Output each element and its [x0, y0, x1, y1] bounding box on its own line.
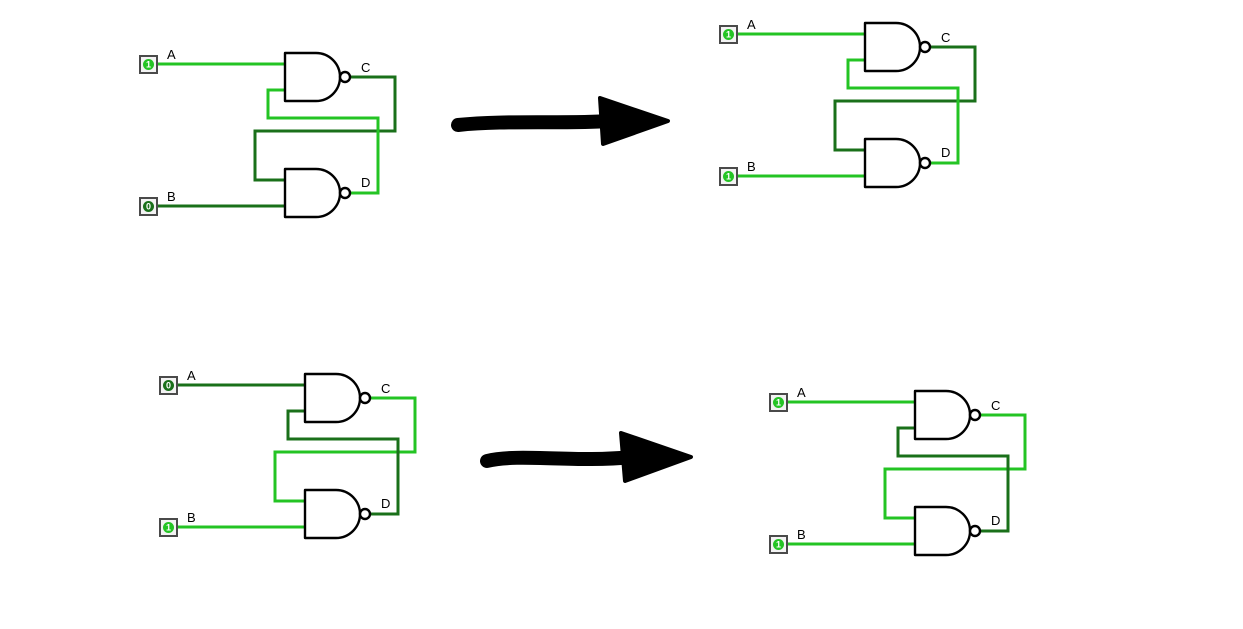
- input-b-label: B: [187, 510, 196, 525]
- circuit-top-right: 1 1 A B C D: [719, 17, 977, 189]
- input-a-label: A: [187, 368, 196, 383]
- output-d-label: D: [381, 496, 390, 511]
- wire-output-c-feedback: [883, 413, 1027, 520]
- transition-arrow-bottom: [480, 431, 693, 483]
- arrow-head-icon: [619, 431, 693, 483]
- output-d-label: D: [361, 175, 370, 190]
- arrow-head-icon: [598, 96, 670, 146]
- wire-output-c-feedback: [833, 45, 977, 152]
- input-b-state-lamp: [163, 522, 174, 533]
- input-b-value: 1: [776, 540, 781, 550]
- wire-output-d-feedback: [846, 58, 960, 165]
- nand-gate-top[interactable]: [913, 389, 982, 441]
- input-a-label: A: [797, 385, 806, 400]
- input-b-label: B: [797, 527, 806, 542]
- wire-output-d-feedback: [266, 88, 380, 195]
- input-a-label: A: [167, 47, 176, 62]
- input-b-value: 0: [146, 202, 151, 212]
- input-a-value: 1: [776, 398, 781, 408]
- nand-gate-bottom[interactable]: [283, 167, 352, 219]
- nand-gate-bottom[interactable]: [913, 505, 982, 557]
- nand-gate-top[interactable]: [303, 372, 372, 424]
- input-b-label: B: [167, 189, 176, 204]
- input-a-state-lamp: [773, 397, 784, 408]
- nand-gate-bottom[interactable]: [863, 137, 932, 189]
- input-a-value: 1: [146, 60, 151, 70]
- circuit-top-left: 1 0 A B C D: [139, 47, 397, 219]
- input-b-state-lamp: [723, 171, 734, 182]
- input-a-value: 1: [726, 30, 731, 40]
- output-d-label: D: [941, 145, 950, 160]
- input-a-state-lamp: [723, 29, 734, 40]
- input-a-state-lamp: [163, 380, 174, 391]
- input-a-label: A: [747, 17, 756, 32]
- arrow-shaft: [480, 450, 639, 468]
- circuit-bottom-left: 0 1 A B C D: [159, 368, 417, 540]
- circuit-bottom-right: 1 1 A B C D: [769, 385, 1027, 557]
- input-b-value: 1: [166, 523, 171, 533]
- nand-gate-top[interactable]: [863, 21, 932, 73]
- input-b-state-lamp: [773, 539, 784, 550]
- nand-gate-bottom[interactable]: [303, 488, 372, 540]
- wire-output-c-feedback: [273, 396, 417, 503]
- input-b-label: B: [747, 159, 756, 174]
- input-b-state-lamp: [143, 201, 154, 212]
- input-b-value: 1: [726, 172, 731, 182]
- wire-output-c-feedback: [253, 75, 397, 182]
- output-c-label: C: [991, 398, 1000, 413]
- output-c-label: C: [941, 30, 950, 45]
- wire-output-d-feedback: [896, 426, 1010, 533]
- nand-gate-top[interactable]: [283, 51, 352, 103]
- output-d-label: D: [991, 513, 1000, 528]
- arrow-shaft: [451, 114, 619, 132]
- output-c-label: C: [381, 381, 390, 396]
- input-a-state-lamp: [143, 59, 154, 70]
- output-c-label: C: [361, 60, 370, 75]
- transition-arrow-top: [451, 96, 670, 146]
- wire-output-d-feedback: [286, 409, 400, 516]
- input-a-value: 0: [166, 381, 171, 391]
